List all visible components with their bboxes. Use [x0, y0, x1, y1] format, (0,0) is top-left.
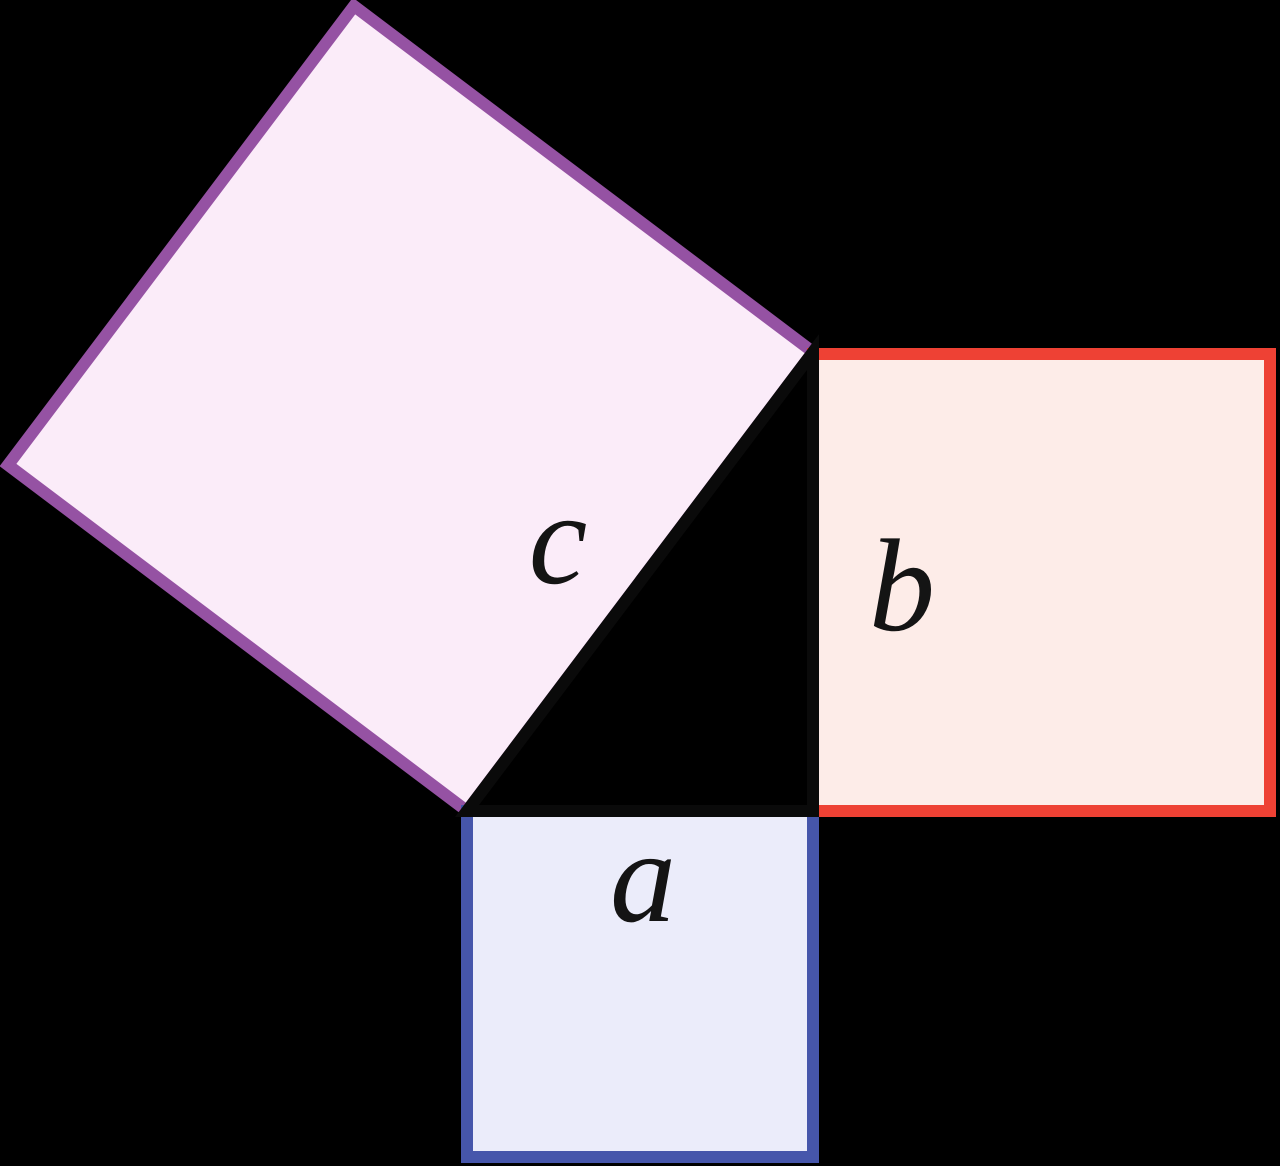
square-on-leg-b	[807, 348, 1276, 817]
label-side-c: c	[529, 465, 588, 612]
label-side-b: b	[869, 512, 935, 659]
right-triangle	[454, 334, 819, 817]
label-side-a: a	[610, 803, 676, 950]
square-on-leg-a	[461, 805, 819, 1163]
